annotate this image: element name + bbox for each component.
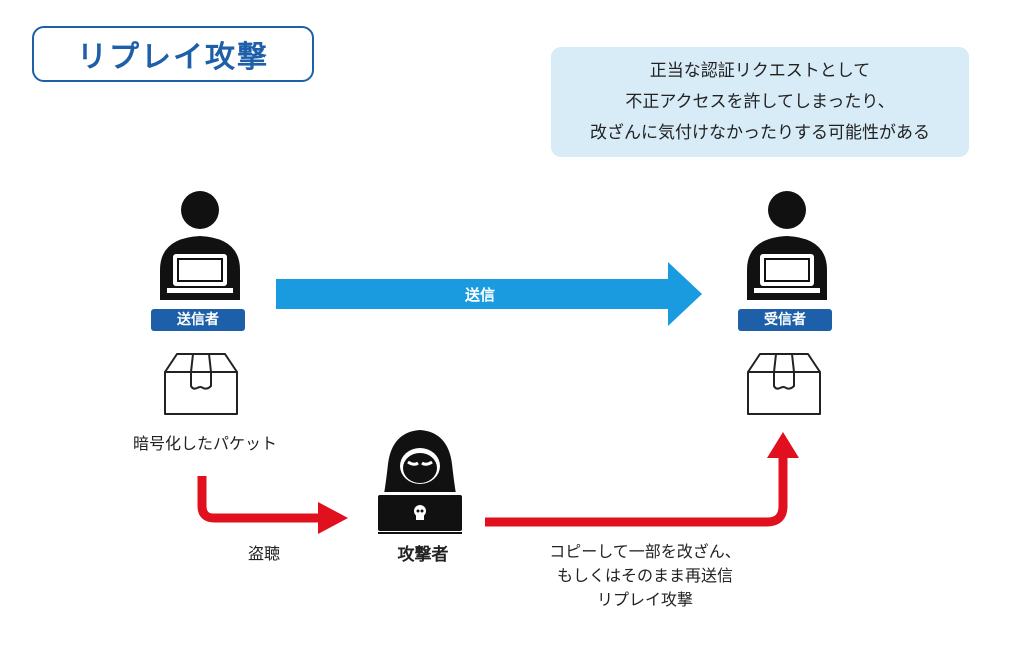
send-arrow-label: 送信 (464, 286, 495, 304)
note-line: 不正アクセスを許してしまったり、 (625, 91, 895, 112)
attack-description-line: リプレイ攻撃 (596, 590, 693, 609)
attacker-label: 攻撃者 (397, 545, 449, 565)
receiver-label: 受信者 (738, 309, 832, 331)
note-line: 正当な認証リクエストとして (649, 60, 871, 81)
note-line: 改ざんに気付けなかったりする可能性がある (590, 122, 930, 143)
receiver-packet-icon (747, 353, 821, 415)
eavesdrop-label: 盗聴 (247, 544, 280, 563)
receiver-person-icon (747, 191, 827, 300)
eavesdrop-arrow (197, 476, 348, 534)
page-title: リプレイ攻撃 (77, 40, 269, 75)
sender-person-icon (160, 191, 240, 300)
sender-label: 送信者 (151, 309, 245, 331)
replay-arrow (485, 432, 799, 527)
note-box: 正当な認証リクエストとして 不正アクセスを許してしまったり、 改ざんに気付けなか… (551, 47, 969, 157)
sender-packet-icon (164, 353, 238, 415)
attack-description-line: コピーして一部を改ざん、 (549, 542, 741, 561)
title-box: リプレイ攻撃 (32, 26, 314, 82)
send-arrow (276, 262, 702, 326)
packet-label: 暗号化したパケット (132, 434, 277, 453)
attacker-hacker-icon (374, 430, 466, 534)
attack-description-line: もしくはそのまま再送信 (556, 566, 733, 585)
attack-description: コピーして一部を改ざん、 もしくはそのまま再送信 リプレイ攻撃 (500, 540, 790, 612)
